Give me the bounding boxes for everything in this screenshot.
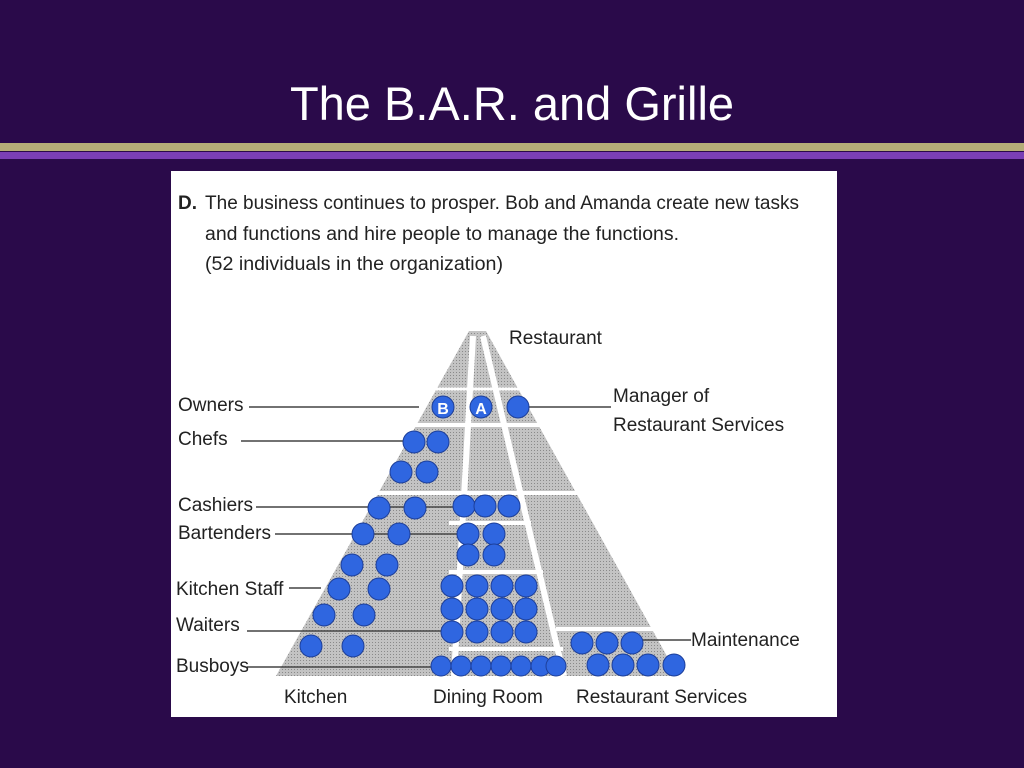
busboy-circle	[510, 655, 532, 677]
label-owners: Owners	[178, 395, 243, 416]
busboy-circle	[545, 655, 567, 677]
waiter-circle	[440, 620, 464, 644]
label-dining-room: Dining Room	[433, 687, 543, 708]
kitchen-staff-circle	[312, 603, 336, 627]
owner-circle	[431, 395, 455, 419]
leader-lines	[241, 406, 691, 668]
bartender-circle	[351, 522, 375, 546]
waiter-circle	[465, 574, 489, 598]
pyramid-services-section	[483, 331, 678, 676]
waiter-circle	[514, 574, 538, 598]
busboy-circle	[470, 655, 492, 677]
kitchen-staff-circle	[352, 603, 376, 627]
maintenance-circle	[620, 631, 644, 655]
maintenance-circle	[570, 631, 594, 655]
pyramid-divider-right	[480, 335, 567, 677]
waiter-circle	[514, 597, 538, 621]
label-kitchen: Kitchen	[284, 687, 347, 708]
kitchen-staff-circle	[375, 553, 399, 577]
divider-purple-band	[0, 152, 1024, 159]
waiter-circle	[514, 620, 538, 644]
chef-circle	[415, 460, 439, 484]
maintenance-circle	[611, 653, 635, 677]
kitchen-staff-circle	[327, 577, 351, 601]
cashier-circle	[403, 496, 427, 520]
maintenance-circle	[595, 631, 619, 655]
label-manager-line1: Manager of	[613, 386, 710, 407]
cashier-circle	[473, 494, 497, 518]
bartender-circle	[456, 543, 480, 567]
waiter-circle	[440, 574, 464, 598]
busboy-circle	[490, 655, 512, 677]
label-maintenance: Maintenance	[691, 630, 800, 651]
caption-letter: D.	[178, 193, 197, 214]
chef-circle	[402, 430, 426, 454]
label-manager-line2: Restaurant Services	[613, 415, 784, 436]
maintenance-circle	[636, 653, 660, 677]
label-kitchen-staff: Kitchen Staff	[176, 579, 284, 600]
chef-circle	[389, 460, 413, 484]
bartender-circle	[387, 522, 411, 546]
title-divider	[0, 143, 1024, 159]
divider-gold-band	[0, 143, 1024, 151]
owner-circle	[506, 395, 530, 419]
kitchen-staff-circle	[341, 634, 365, 658]
owner-circle	[469, 395, 493, 419]
bartender-circle	[482, 522, 506, 546]
people-circles	[299, 395, 686, 677]
bartender-circle	[456, 522, 480, 546]
label-bartenders: Bartenders	[178, 523, 271, 544]
waiter-circle	[490, 597, 514, 621]
label-restaurant: Restaurant	[509, 328, 603, 349]
cashier-circle	[497, 494, 521, 518]
cashier-circle	[367, 496, 391, 520]
waiter-circle	[465, 597, 489, 621]
busboy-circle	[450, 655, 472, 677]
waiter-circle	[440, 597, 464, 621]
org-pyramid-diagram: D. The business continues to prosper. Bo…	[176, 193, 800, 708]
label-waiters: Waiters	[176, 615, 240, 636]
label-cashiers: Cashiers	[178, 495, 253, 516]
waiter-circle	[490, 620, 514, 644]
caption-line-2: and functions and hire people to manage …	[205, 224, 679, 245]
busboy-circle	[430, 655, 452, 677]
caption-line-1: The business continues to prosper. Bob a…	[205, 193, 799, 214]
maintenance-circle	[662, 653, 686, 677]
kitchen-staff-circle	[367, 577, 391, 601]
kitchen-staff-circle	[340, 553, 364, 577]
label-chefs: Chefs	[178, 429, 228, 450]
maintenance-circle	[586, 653, 610, 677]
label-restaurant-services: Restaurant Services	[576, 687, 747, 708]
kitchen-staff-circle	[299, 634, 323, 658]
bartender-circle	[482, 543, 506, 567]
org-pyramid-figure: D. The business continues to prosper. Bo…	[171, 171, 837, 717]
caption-line-3: (52 individuals in the organization)	[205, 254, 503, 275]
waiter-circle	[490, 574, 514, 598]
label-busboys: Busboys	[176, 656, 249, 677]
owner-initial-amanda: A	[475, 401, 487, 418]
waiter-circle	[465, 620, 489, 644]
cashier-circle	[452, 494, 476, 518]
slide-title: The B.A.R. and Grille	[289, 77, 735, 130]
chef-circle	[426, 430, 450, 454]
owner-initial-bob: B	[437, 401, 449, 418]
